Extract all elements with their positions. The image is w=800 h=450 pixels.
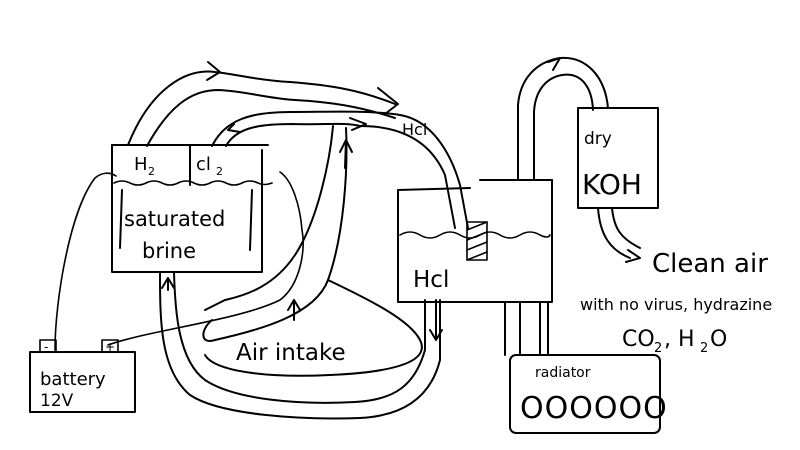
- return-arrow: [161, 277, 175, 291]
- battery-terminal-plus: [101, 339, 119, 353]
- brine-surface: [113, 180, 273, 186]
- h2o-subscript: 2: [700, 341, 708, 356]
- h2-label: H: [134, 154, 148, 175]
- electrode-left: [119, 189, 123, 249]
- co2-label: CO: [622, 327, 655, 352]
- radiator-label: radiator: [535, 365, 591, 381]
- electrolysis-cell: H 2 cl 2 saturated brine: [111, 144, 273, 273]
- cl2-flow-arrow: [227, 123, 241, 133]
- intake-up-arrow: [339, 139, 353, 169]
- h2-flow-arrow: [206, 61, 221, 81]
- h2o-o-label: O: [710, 327, 727, 352]
- radiator-fins: OOOOOO: [520, 391, 668, 426]
- air-intake-arrow: [287, 299, 301, 321]
- cl2-air-loop: [211, 110, 469, 229]
- hcl-tank: Hcl Hcl: [397, 120, 553, 341]
- battery-label: battery: [40, 369, 106, 390]
- clean-air-arrow: [625, 249, 641, 263]
- electrode-right: [249, 189, 253, 251]
- radiator-box: [509, 354, 661, 434]
- battery-minus-label: -: [44, 340, 48, 354]
- hcl-tank-walls: [397, 179, 553, 303]
- hcl-tank-label: Hcl: [413, 267, 449, 293]
- h2-pipe: [127, 61, 399, 147]
- h2-flow-arrow-2: [377, 87, 399, 115]
- koh-dryer: dry KOH: [577, 107, 659, 263]
- cell-walls: [111, 144, 263, 273]
- wire-positive: [107, 171, 304, 346]
- brine-label-line2: brine: [142, 239, 196, 263]
- koh-dryer-box: [577, 107, 659, 209]
- wire-negative: [54, 172, 117, 351]
- battery-terminal-minus: [39, 339, 57, 353]
- return-loop: [159, 271, 441, 420]
- air-intake: Air intake: [202, 125, 423, 377]
- clean-air-label: Clean air: [652, 249, 768, 279]
- tank-to-dryer-pipe: [517, 56, 609, 181]
- radiator: radiator OOOOOO: [504, 301, 668, 434]
- h2o-label: , H: [664, 327, 695, 352]
- cl2-subscript: 2: [216, 165, 223, 178]
- loop-flow-arrow: [349, 117, 367, 131]
- battery-wiring: - + battery 12V: [29, 171, 304, 413]
- battery-voltage-label: 12V: [40, 391, 74, 411]
- dryer-flow-arrow: [547, 57, 561, 71]
- clean-air-output: Clean air with no virus, hydrazine CO 2 …: [580, 249, 772, 356]
- battery-plus-label: +: [105, 340, 115, 354]
- dry-label: dry: [584, 129, 612, 149]
- h2-subscript: 2: [148, 165, 155, 178]
- hcl-pipe-label: Hcl: [402, 120, 427, 139]
- hcl-drain-arrow: [429, 299, 443, 341]
- koh-label: KOH: [582, 168, 642, 201]
- air-intake-label: Air intake: [236, 340, 346, 366]
- battery-body: [29, 351, 136, 413]
- brine-label-line1: saturated: [124, 207, 225, 231]
- clean-air-detail-line1: with no virus, hydrazine: [580, 295, 772, 314]
- cl2-label: cl: [196, 154, 211, 175]
- co2-subscript: 2: [654, 341, 662, 356]
- bubbler: [466, 221, 488, 261]
